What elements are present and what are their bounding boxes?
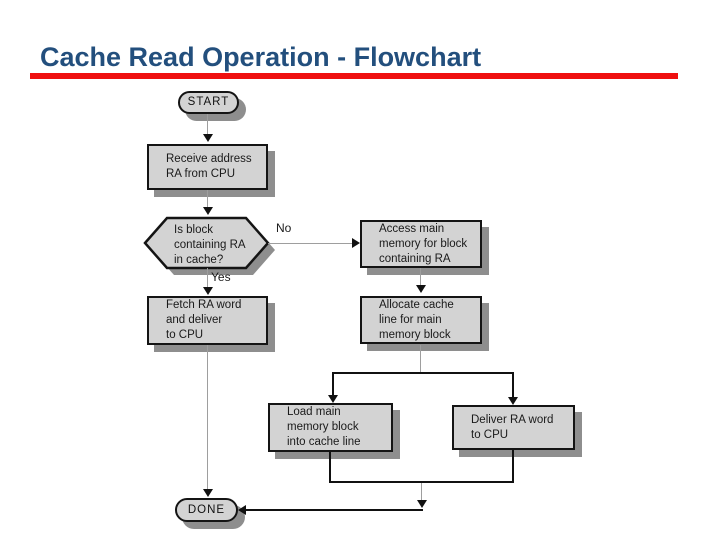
flowchart-node-start: START: [178, 91, 239, 114]
flowchart-node-access-memory: Access main memory for block containing …: [360, 220, 482, 268]
connector-no-branch: [268, 243, 353, 244]
title-underline: [30, 73, 678, 79]
flowchart-node-load-block: Load main memory block into cache line: [268, 403, 393, 452]
arrowhead-no-branch: [352, 238, 360, 248]
flowchart-node-receive-address: Receive address RA from CPU: [147, 144, 268, 190]
connector-deliver-merge: [512, 450, 514, 483]
connector-fetch-done: [207, 345, 208, 489]
connector-yes-branch: [207, 268, 208, 287]
flowchart-node-fetch-word: Fetch RA word and deliver to CPU: [147, 296, 268, 345]
flowchart-node-done: DONE: [175, 498, 238, 522]
arrowhead-receive-decision: [203, 207, 213, 215]
merge-bar: [329, 481, 514, 483]
arrowhead-split-deliver: [508, 397, 518, 405]
connector-start-receive: [207, 114, 208, 135]
connector-allocate-split: [420, 345, 421, 373]
page-title: Cache Read Operation - Flowchart: [40, 42, 482, 72]
connector-merge-done: [246, 509, 423, 511]
arrowhead-start-receive: [203, 134, 213, 142]
decision-label: Is block containing RA in cache?: [174, 224, 246, 266]
arrowhead-merge-stub: [417, 500, 427, 508]
split-bar: [332, 372, 514, 374]
arrowhead-fetch-done: [203, 489, 213, 497]
edge-label-yes: Yes: [211, 270, 231, 284]
connector-load-merge: [329, 452, 331, 483]
arrowhead-merge-done: [238, 505, 246, 515]
arrowhead-yes-branch: [203, 287, 213, 295]
flowchart-node-allocate-line: Allocate cache line for main memory bloc…: [360, 296, 482, 344]
connector-merge-stub: [421, 483, 422, 500]
connector-split-deliver: [512, 372, 514, 397]
flowchart-node-decision-hexagon: [143, 216, 277, 280]
arrowhead-split-load: [328, 395, 338, 403]
edge-label-no: No: [276, 221, 292, 235]
arrowhead-access-allocate: [416, 285, 426, 293]
connector-receive-decision: [207, 190, 208, 207]
connector-access-allocate: [420, 268, 421, 285]
flowchart-node-deliver-word: Deliver RA word to CPU: [452, 405, 575, 450]
connector-split-load: [332, 372, 334, 395]
